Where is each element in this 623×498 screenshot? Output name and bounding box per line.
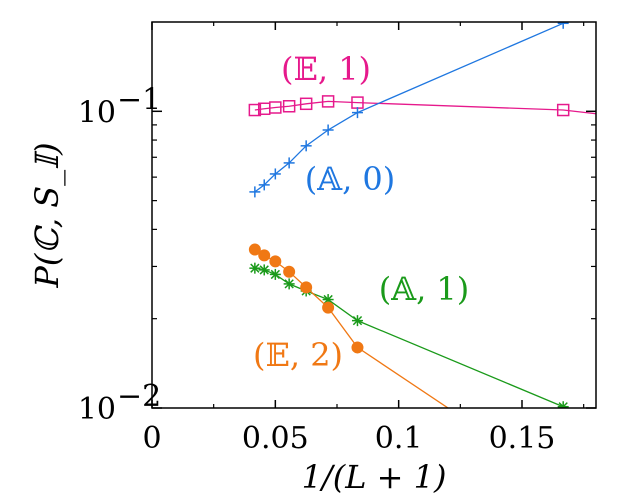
data-point-plus <box>283 157 295 169</box>
data-point-circle <box>283 265 296 278</box>
data-point-plus <box>351 107 363 119</box>
series-0 <box>248 95 596 117</box>
data-point-square <box>269 101 282 114</box>
series-label-0: (𝔼, 1) <box>281 50 371 88</box>
series-3 <box>248 243 450 408</box>
x-tick-label: 0.15 <box>489 421 556 456</box>
data-point-circle <box>300 281 313 294</box>
data-point-plus <box>322 124 334 136</box>
data-point-circle <box>258 249 271 262</box>
data-point-star <box>249 262 261 274</box>
data-point-plus <box>557 22 569 29</box>
series-line <box>254 100 596 115</box>
data-point-star <box>351 315 363 327</box>
y-tick-exponent: −1 <box>117 82 161 117</box>
data-point-plus <box>269 168 281 180</box>
y-tick-label: 10 <box>78 95 116 130</box>
data-point-square <box>321 95 335 108</box>
data-point-circle <box>351 341 364 354</box>
series-line <box>254 22 564 193</box>
star-d2 <box>352 315 363 326</box>
star-d2 <box>560 402 568 408</box>
data-point-square <box>299 97 313 111</box>
series-label-3: (𝔼, 2) <box>253 336 343 374</box>
data-point-plus <box>300 140 312 152</box>
y-tick-exponent: −2 <box>117 379 161 414</box>
data-point-star <box>557 401 569 408</box>
x-axis-title: 1/(L + 1) <box>302 458 447 496</box>
star-d2 <box>270 269 280 280</box>
star-d2 <box>284 279 294 289</box>
x-tick-label: 0.1 <box>375 421 423 456</box>
plot-frame <box>151 21 597 409</box>
data-point-square <box>248 103 262 117</box>
data-point-circle <box>322 301 335 314</box>
star-d2 <box>250 263 260 273</box>
star-d2 <box>259 265 269 275</box>
data-point-circle <box>269 255 282 268</box>
series-1 <box>249 22 569 198</box>
y-tick-label: 10 <box>78 392 116 427</box>
data-point-circle <box>248 243 261 256</box>
data-point-star <box>269 268 281 280</box>
data-point-star <box>258 264 270 276</box>
series-label-1: (𝔸, 0) <box>305 160 396 198</box>
data-point-square <box>556 103 570 117</box>
y-axis-title: P(ℂ, S_𝕀) <box>28 142 66 288</box>
data-point-star <box>283 278 295 290</box>
data-point-plus <box>249 186 261 198</box>
x-tick-label: 0 <box>142 421 161 456</box>
series-label-2: (𝔸, 1) <box>379 270 470 308</box>
x-tick-label: 0.05 <box>242 421 309 456</box>
data-point-plus <box>258 179 270 191</box>
series-layer <box>248 22 596 408</box>
ticks-layer <box>151 22 596 409</box>
data-point-square <box>282 100 296 113</box>
